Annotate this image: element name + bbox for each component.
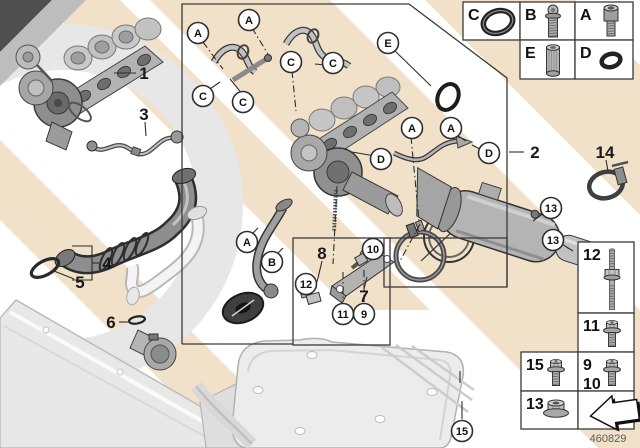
callout-A: A xyxy=(439,116,463,140)
callout-D: D xyxy=(477,141,501,165)
svg-text:13: 13 xyxy=(545,203,557,215)
flange-bolt-icon xyxy=(603,320,621,347)
callout-A: A xyxy=(400,116,424,140)
legend-cell-label: 9 xyxy=(583,357,592,374)
svg-text:13: 13 xyxy=(547,235,559,247)
oil-line-drawing xyxy=(86,130,184,157)
callout-C: C xyxy=(279,50,303,74)
callout-D: D xyxy=(369,147,393,171)
item-label-4: 4 xyxy=(102,254,112,273)
central-turbo-drawing xyxy=(252,76,474,299)
item-label-7: 7 xyxy=(359,287,368,306)
callout-C: C xyxy=(321,51,345,75)
item-label-2: 2 xyxy=(530,143,539,162)
svg-text:D: D xyxy=(485,148,493,160)
stud-bolt-icon xyxy=(603,248,621,310)
svg-text:C: C xyxy=(287,57,295,69)
svg-text:A: A xyxy=(245,15,253,27)
callout-13: 13 xyxy=(539,196,563,220)
sleeve-nut-icon xyxy=(546,44,560,77)
callout-B: B xyxy=(260,250,284,274)
charge-air-hose-drawing xyxy=(29,167,198,279)
legend-cell-A: A xyxy=(574,1,634,41)
legend-cell-B: B xyxy=(519,1,576,41)
hose-clamp-drawing xyxy=(586,160,629,201)
legend-cell-label: 15 xyxy=(526,357,544,374)
callout-C: C xyxy=(191,84,215,108)
figure-part-number: 460829 xyxy=(590,433,627,445)
callout-11: 11 xyxy=(331,302,355,326)
continuation-arrow-icon xyxy=(589,394,640,432)
legend-cell-15: 15 xyxy=(520,351,579,392)
heat-shield-drawing xyxy=(190,337,475,448)
callout-12: 12 xyxy=(294,272,318,296)
legend-cell-label: E xyxy=(525,45,536,62)
item-label-14: 14 xyxy=(596,143,615,162)
legend-cell-9-10: 910 xyxy=(577,351,635,393)
legend-cell-label: 11 xyxy=(583,318,600,335)
callout-15: 15 xyxy=(450,419,474,443)
legend-cell-label: 12 xyxy=(583,247,601,264)
item-label-1: 1 xyxy=(139,64,148,83)
svg-text:E: E xyxy=(384,38,391,50)
svg-text:A: A xyxy=(194,28,202,40)
legend-cell-label: 10 xyxy=(583,376,601,393)
damper-ring-drawing xyxy=(221,291,265,325)
charge-pipe-drawing xyxy=(125,205,208,371)
flange-bolt-icon xyxy=(603,359,621,386)
svg-text:C: C xyxy=(329,58,337,70)
callout-C: C xyxy=(231,90,255,114)
legend-cell-label: D xyxy=(580,45,592,62)
legend-cell-D: D xyxy=(574,39,634,80)
item-label-8: 8 xyxy=(317,244,326,263)
flange-nut-icon xyxy=(543,399,569,418)
svg-text:10: 10 xyxy=(367,244,379,256)
callout-13: 13 xyxy=(541,228,565,252)
svg-text:B: B xyxy=(268,257,276,269)
svg-text:9: 9 xyxy=(361,309,367,321)
legend-cell-11: 11 xyxy=(577,312,635,353)
flange-bolt-icon xyxy=(547,359,565,386)
callout-E: E xyxy=(376,31,400,55)
legend-cell-12: 12 xyxy=(577,241,635,314)
item-label-5: 5 xyxy=(75,273,84,292)
item-label-6: 6 xyxy=(106,313,115,332)
legend-cell-label: A xyxy=(580,7,592,24)
callout-A: A xyxy=(186,21,210,45)
legend-cell-E: E xyxy=(519,39,576,80)
callouts: A A C C C C E A A D D A B 10 12 11 9 13 13 15 xyxy=(186,8,565,443)
legend-cell-label: 13 xyxy=(526,396,544,413)
legend-cell-label: B xyxy=(525,7,537,24)
svg-text:A: A xyxy=(447,123,455,135)
torx-bolt-icon xyxy=(545,4,561,38)
legend-cell-arrow xyxy=(577,390,640,432)
legend-cell-C: C xyxy=(462,1,521,41)
svg-text:C: C xyxy=(239,97,247,109)
callout-9: 9 xyxy=(352,302,376,326)
callout-10: 10 xyxy=(361,237,385,261)
oring-small-icon xyxy=(599,51,623,70)
diagram-frames xyxy=(181,3,508,346)
svg-text:15: 15 xyxy=(456,426,468,438)
turbocharger-manifold-drawing xyxy=(15,17,164,151)
svg-text:D: D xyxy=(377,154,385,166)
svg-text:A: A xyxy=(408,123,416,135)
legend-cell-13: 13 xyxy=(520,390,579,430)
legend-cell-label: C xyxy=(468,7,480,24)
oring-large-icon xyxy=(480,7,516,37)
callout-A: A xyxy=(237,8,261,32)
svg-text:A: A xyxy=(243,237,251,249)
item-label-3: 3 xyxy=(139,105,148,124)
socket-bolt-icon xyxy=(603,4,619,37)
svg-text:C: C xyxy=(199,91,207,103)
svg-text:11: 11 xyxy=(337,309,349,321)
callout-A: A xyxy=(235,230,259,254)
svg-text:12: 12 xyxy=(300,279,312,291)
